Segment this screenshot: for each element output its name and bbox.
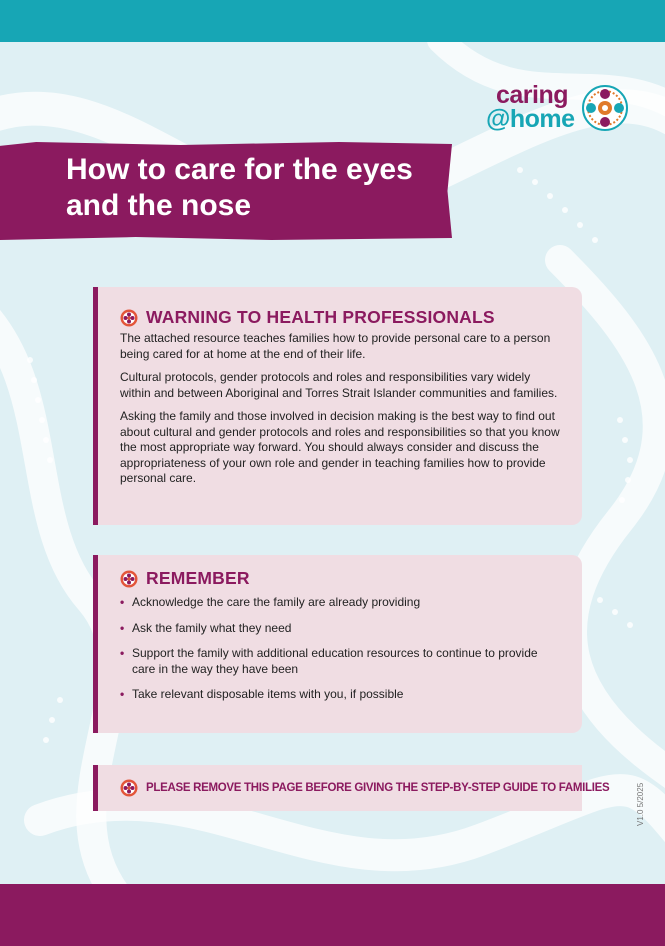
remove-page-notice: PLEASE REMOVE THIS PAGE BEFORE GIVING TH… (146, 782, 610, 794)
logo-text-home: @home (486, 105, 575, 133)
notice-row: PLEASE REMOVE THIS PAGE BEFORE GIVING TH… (120, 779, 610, 797)
logo-text-caring: caring (496, 81, 569, 109)
warning-heading-row: WARNING TO HEALTH PROFESSIONALS (120, 307, 560, 328)
list-item: Support the family with additional educa… (120, 646, 560, 677)
version-label: V1.0 5/2025 (636, 782, 645, 826)
flower-icon (120, 779, 138, 797)
warning-box: WARNING TO HEALTH PROFESSIONALS The atta… (93, 287, 582, 525)
page-title: How to care for the eyes and the nose (66, 153, 413, 222)
title-banner (0, 142, 452, 240)
remember-heading: REMEMBER (146, 568, 250, 588)
flower-icon (120, 309, 138, 326)
remember-box: REMEMBER Acknowledge the care the family… (93, 555, 582, 733)
warning-heading: WARNING TO HEALTH PROFESSIONALS (146, 307, 495, 327)
notice-box: PLEASE REMOVE THIS PAGE BEFORE GIVING TH… (93, 765, 610, 811)
caring-at-home-logo: caring @home (486, 82, 636, 136)
list-item: Acknowledge the care the family are alre… (120, 595, 560, 611)
remember-heading-row: REMEMBER (120, 568, 560, 589)
bottom-purple-band (0, 884, 665, 946)
warning-paragraph: The attached resource teaches families h… (120, 331, 551, 361)
remember-list: Acknowledge the care the family are alre… (120, 595, 560, 703)
logo-mark-icon (582, 85, 628, 131)
warning-paragraph: Asking the family and those involved in … (120, 409, 560, 485)
list-item: Take relevant disposable items with you,… (120, 687, 560, 703)
top-teal-band (0, 0, 665, 42)
warning-paragraph: Cultural protocols, gender protocols and… (120, 370, 558, 400)
list-item: Ask the family what they need (120, 621, 560, 637)
flower-icon (120, 570, 138, 587)
